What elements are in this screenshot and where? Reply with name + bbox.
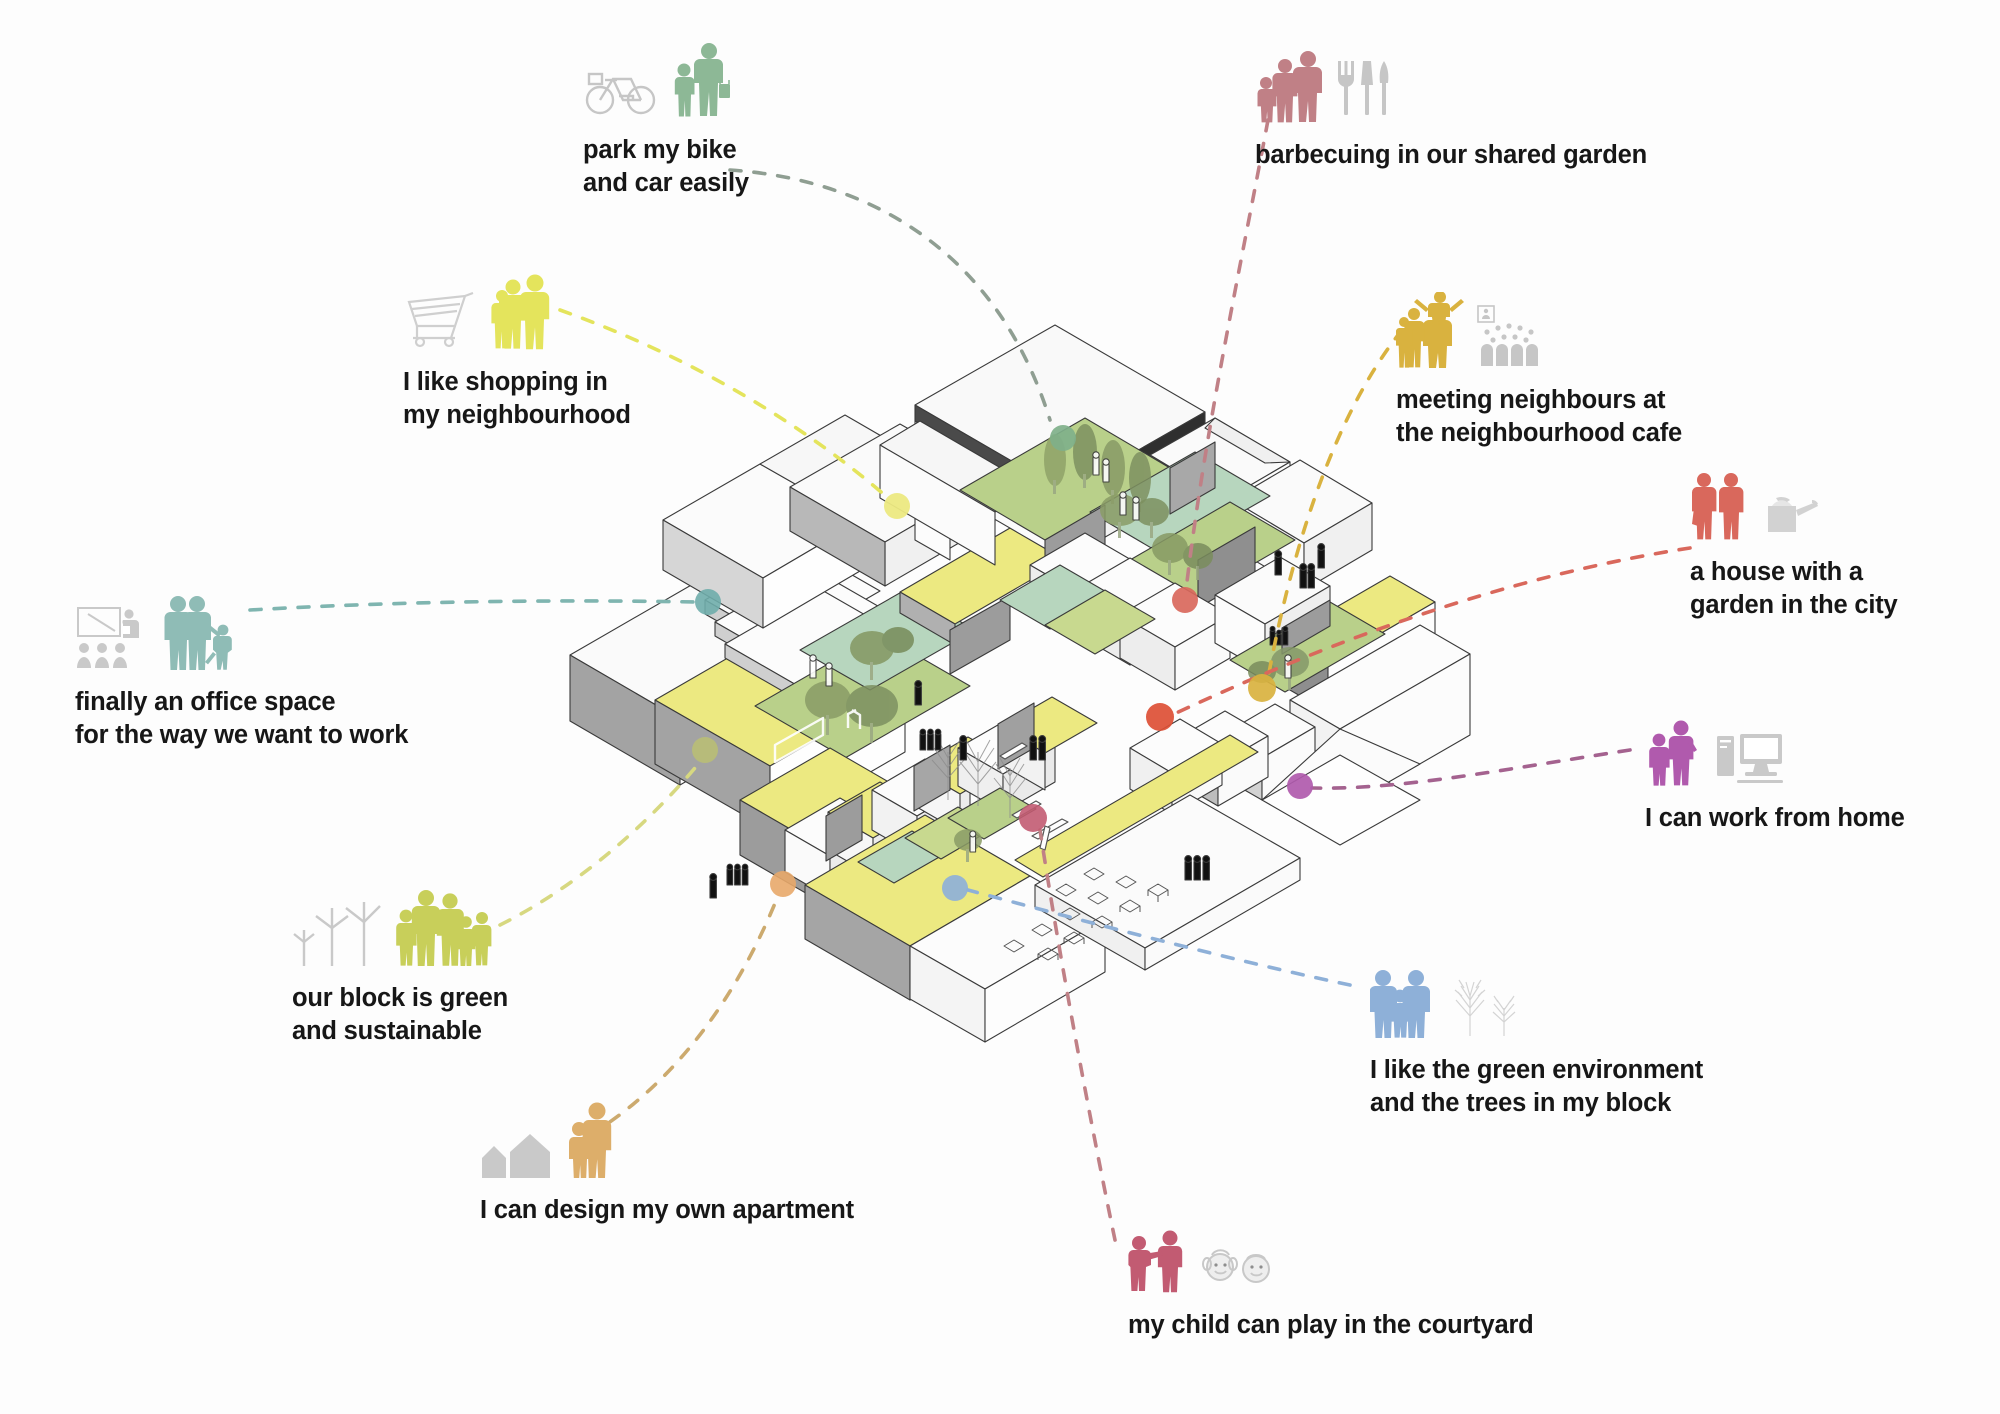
two-kid-faces-icon — [1202, 1249, 1270, 1283]
annotation-shopping[interactable]: I like shopping in my neighbourhood — [403, 272, 631, 431]
annotation-park-bike-car[interactable]: park my bike and car easily — [583, 40, 749, 199]
model-geometry — [569, 324, 1471, 1043]
annotation-label: I like the green environment and the tre… — [1370, 1056, 1704, 1117]
annotation-icons — [1128, 1215, 1534, 1293]
annotation-label: our block is green and sustainable — [292, 984, 509, 1045]
annotation-label: finally an office space for the way we w… — [75, 688, 409, 749]
two-trees-icon — [1454, 979, 1516, 1036]
annotation-office-space[interactable]: finally an office space for the way we w… — [75, 592, 408, 751]
family-celebrating-icon — [1396, 292, 1464, 368]
annotation-icons — [1645, 708, 1905, 786]
annotation-label: my child can play in the courtyard — [1128, 1311, 1534, 1339]
annotation-house-garden[interactable]: a house with a garden in the city — [1690, 462, 1898, 621]
annotation-label: I can design my own apartment — [480, 1196, 854, 1224]
annotation-icons — [75, 592, 408, 670]
annotation-icons — [1396, 290, 1682, 368]
annotation-label: meeting neighbours at the neighbourhood … — [1396, 386, 1683, 447]
annotation-green-environment[interactable]: I like the green environment and the tre… — [1370, 960, 1703, 1119]
parent-child-play-icon — [1128, 1230, 1183, 1293]
annotation-label: barbecuing in our shared garden — [1255, 141, 1647, 169]
cutlery-icon — [1338, 61, 1389, 115]
annotation-icons — [1370, 960, 1703, 1038]
watering-can-icon — [1768, 497, 1818, 532]
annotation-meeting-cafe[interactable]: meeting neighbours at the neighbourhood … — [1396, 290, 1682, 449]
annotation-design-apartment[interactable]: I can design my own apartment — [480, 1100, 854, 1227]
shopping-cart-icon — [407, 292, 474, 348]
playground-markings — [773, 708, 862, 764]
annotation-icons — [403, 272, 631, 350]
annotation-icons — [1255, 45, 1647, 123]
couple-walking-icon — [1691, 473, 1744, 540]
two-houses-icon — [482, 1134, 550, 1178]
annotation-block-green[interactable]: our block is green and sustainable — [292, 888, 508, 1047]
family-five-icon — [396, 890, 492, 966]
family-three-icon — [1257, 51, 1322, 123]
desktop-computer-icon — [1717, 734, 1783, 783]
mother-child-icon — [1649, 720, 1697, 786]
annotation-label: a house with a garden in the city — [1690, 558, 1898, 619]
plaza-bare-trees — [931, 739, 1027, 818]
adult-with-child-shopping-icon — [674, 43, 730, 117]
annotation-label: I like shopping in my neighbourhood — [403, 368, 631, 429]
annotation-child-play[interactable]: my child can play in the courtyard — [1128, 1215, 1534, 1342]
annotation-icons — [292, 888, 508, 966]
family-walking-blue-icon — [1370, 970, 1430, 1038]
annotation-icons — [480, 1100, 854, 1178]
bicycle-icon — [585, 72, 656, 115]
whiteboard-presentation-icon — [77, 607, 139, 668]
annotation-label: I can work from home — [1645, 804, 1905, 832]
annotation-icons — [583, 40, 749, 118]
annotation-icons — [1690, 462, 1898, 540]
couple-icon — [491, 274, 550, 350]
family-three-teal-icon — [164, 596, 232, 670]
annotation-work-from-home[interactable]: I can work from home — [1645, 708, 1905, 835]
wind-turbines-icon — [293, 902, 381, 966]
annotation-barbecuing[interactable]: barbecuing in our shared garden — [1255, 45, 1647, 172]
annotation-label: park my bike and car easily — [583, 136, 749, 197]
parent-child-tan-icon — [568, 1102, 612, 1178]
cafe-seating-icon — [1477, 305, 1538, 366]
